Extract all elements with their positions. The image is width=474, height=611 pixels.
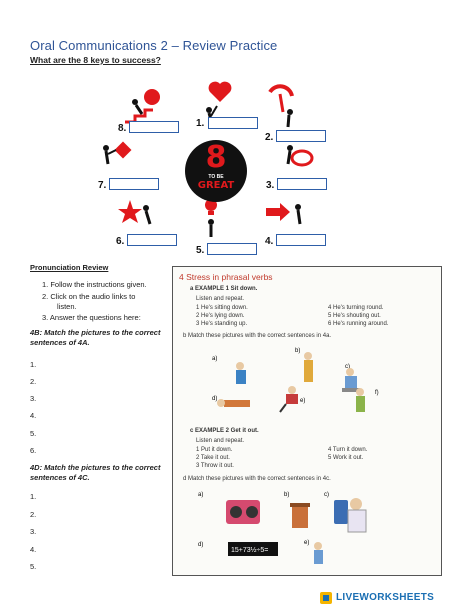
pic-e-letter: e): [300, 398, 305, 404]
answer-line-4b-6[interactable]: 6.: [30, 446, 37, 455]
book-c-item-5: 5 Work it out.: [328, 455, 364, 461]
key-label-2: 2.: [265, 132, 274, 143]
answer-line-4b-1[interactable]: 1.: [30, 360, 37, 369]
question-4d: 4D: Match the pictures to the correct se…: [30, 463, 161, 482]
logo-great: GREAT: [197, 180, 235, 191]
answer-line-4b-2[interactable]: 2.: [30, 377, 37, 386]
man-shouting-icon: [356, 388, 365, 412]
man-standing-icon: [304, 352, 313, 382]
pic-d-letter: d): [212, 396, 217, 402]
logo-number: 8: [205, 140, 227, 175]
instruction-1: 1. Follow the instructions given.: [42, 280, 147, 289]
math-text: 15+73½÷5=: [231, 546, 268, 554]
key-label-8: 8.: [118, 123, 127, 134]
instruction-2: 2. Click on the audio links to: [42, 292, 136, 301]
key-label-1: 1.: [196, 118, 205, 129]
pic-2e-letter: e): [304, 540, 309, 546]
answer-line-4b-3[interactable]: 3.: [30, 394, 37, 403]
book-a-item-6: 6 He's running around.: [328, 321, 389, 327]
answer-box-5[interactable]: [207, 243, 257, 255]
bin-icon: [290, 503, 310, 528]
person-vase-icon: [314, 542, 323, 564]
key-label-4: 4.: [265, 236, 274, 247]
book-example-2: c EXAMPLE 2 Get it out.: [190, 428, 259, 434]
instruction-3: 3. Answer the questions here:: [42, 313, 141, 322]
pic-f-letter: f): [375, 390, 379, 396]
pronunciation-heading: Pronunciation Review: [30, 263, 109, 272]
book-c-item-3: 3 Throw it out.: [196, 463, 234, 469]
book-d-instruction: d Match these pictures with the correct …: [183, 476, 331, 482]
book-a-item-3: 3 He's standing up.: [196, 321, 248, 327]
answer-line-4b-5[interactable]: 5.: [30, 429, 37, 438]
stairs-figure-icon: [125, 89, 160, 124]
book-a-item-4: 4 He's turning round.: [328, 305, 384, 311]
key-label-5: 5.: [196, 245, 205, 256]
answer-box-8[interactable]: [129, 121, 179, 133]
pic-2d-letter: d): [198, 542, 203, 548]
man-lying-icon: [217, 399, 250, 407]
answer-box-7[interactable]: [109, 178, 159, 190]
hammer-figure-icon: [268, 84, 294, 128]
answer-box-1[interactable]: [208, 117, 258, 129]
ring-figure-icon: [286, 145, 314, 167]
phrasal-verb-pictures-2: a) b) c) d) e) 15+73½÷5=: [198, 492, 367, 564]
question-4b: 4B: Match the pictures to the correct se…: [30, 328, 161, 347]
arrow-figure-icon: [266, 203, 302, 225]
liveworksheets-logo-icon: [320, 592, 332, 604]
page-subtitle: What are the 8 keys to success?: [30, 55, 161, 65]
eight-keys-logo: [185, 140, 247, 202]
phrasal-verb-pictures-1: b) a) c) d) e) f): [212, 348, 379, 413]
can-icon: [334, 500, 348, 524]
book-listen-1: Listen and repeat.: [196, 296, 245, 302]
answer-line-4d-5[interactable]: 5.: [30, 562, 37, 571]
logo-to-be: TO BE: [208, 174, 224, 180]
pic-2a-letter: a): [198, 492, 203, 498]
pic-b-letter: b): [295, 348, 300, 354]
answer-box-6[interactable]: [127, 234, 177, 246]
diamond-figure-icon: [103, 141, 132, 165]
key-label-3: 3.: [266, 180, 275, 191]
answer-line-4b-4[interactable]: 4.: [30, 411, 37, 420]
man-chair-icon: [342, 368, 360, 392]
book-c-item-1: 1 Put it down.: [196, 447, 233, 453]
bulb-figure-icon: [205, 199, 217, 237]
math-board: 15+73½÷5=: [228, 542, 278, 556]
answer-line-4d-1[interactable]: 1.: [30, 492, 37, 501]
star-figure-icon: [118, 200, 152, 225]
page-title: Oral Communications 2 – Review Practice: [30, 38, 278, 53]
book-example-1: a EXAMPLE 1 Sit down.: [190, 286, 258, 292]
answer-line-4d-3[interactable]: 3.: [30, 527, 37, 536]
answer-line-4d-2[interactable]: 2.: [30, 510, 37, 519]
answer-box-2[interactable]: [276, 130, 326, 142]
pic-2b-letter: b): [284, 492, 289, 498]
pic-2c-letter: c): [324, 492, 329, 498]
book-listen-2: Listen and repeat.: [196, 438, 245, 444]
book-c-item-4: 4 Turn it down.: [328, 447, 368, 453]
key-label-7: 7.: [98, 180, 107, 191]
book-c-item-2: 2 Take it out.: [196, 455, 230, 461]
book-a-item-5: 5 He's shouting out.: [328, 313, 381, 319]
book-title: 4 Stress in phrasal verbs: [179, 272, 273, 282]
book-a-item-2: 2 He's lying down.: [196, 313, 245, 319]
man-sitting-icon: [236, 362, 246, 384]
boy-icon: [347, 498, 367, 533]
answer-line-4d-4[interactable]: 4.: [30, 545, 37, 554]
answer-box-3[interactable]: [277, 178, 327, 190]
keys-diagram: [103, 81, 314, 237]
book-a-item-1: 1 He's sitting down.: [196, 305, 248, 311]
book-b-instruction: b Match these pictures with the correct …: [183, 333, 332, 339]
radio-icon: [226, 500, 260, 524]
answer-box-4[interactable]: [276, 234, 326, 246]
pic-c-letter: c): [345, 364, 350, 370]
instruction-2-cont: listen.: [57, 302, 77, 311]
man-running-icon: [279, 386, 298, 413]
pic-a-letter: a): [212, 356, 217, 362]
key-label-6: 6.: [116, 236, 125, 247]
footer-brand: LIVEWORKSHEETS: [336, 592, 435, 603]
